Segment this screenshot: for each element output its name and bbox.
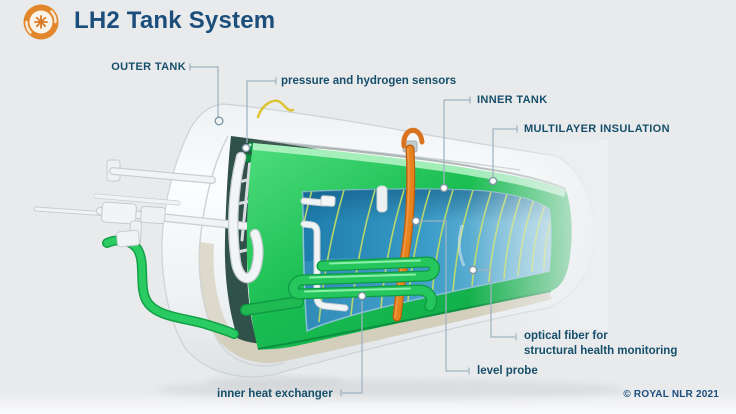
- leader-lines: [189, 63, 518, 397]
- copyright-notice: © ROYAL NLR 2021: [623, 389, 719, 400]
- leader-heat-exchanger: [340, 301, 363, 397]
- sensor-bracket: [376, 185, 388, 213]
- marker-multilayer-insulation: [488, 176, 498, 186]
- label-inner-tank: INNER TANK: [477, 94, 548, 106]
- background-fade: [0, 392, 736, 414]
- heat-exchanger-tubes: [240, 256, 440, 316]
- marker-optical-fiber: [468, 265, 478, 275]
- label-pressure-sensors: pressure and hydrogen sensors: [281, 75, 457, 87]
- leader-multilayer-insulation: [492, 125, 518, 177]
- dome-translucency: [468, 140, 608, 330]
- marker-heat-exchanger: [357, 291, 367, 301]
- orange-handle: [401, 128, 425, 149]
- leader-inner-tank: [443, 96, 471, 184]
- label-outer-tank: OUTER TANK: [111, 61, 186, 73]
- label-optical-fiber-line2: structural health monitoring: [524, 345, 678, 357]
- marker-inner-tank: [439, 183, 449, 193]
- page-title: LH2 Tank System: [74, 7, 276, 34]
- external-green-pipe: [102, 229, 239, 339]
- leader-level-probe: [421, 220, 470, 375]
- marker-level-probe: [411, 216, 421, 226]
- label-inner-heat-exchanger: inner heat exchanger: [217, 388, 333, 400]
- leader-outer-tank: [189, 63, 219, 117]
- leader-pressure-sensors: [246, 77, 277, 143]
- label-optical-fiber: optical fiber for structural health moni…: [524, 329, 677, 359]
- yellow-wire: [256, 99, 295, 119]
- marker-pressure-sensors: [241, 143, 251, 153]
- label-level-probe: level probe: [477, 365, 538, 377]
- top-fittings: [256, 99, 425, 149]
- external-pipes: [33, 159, 250, 246]
- label-multilayer-insulation: MULTILAYER INSULATION: [524, 123, 670, 135]
- callout-markers: [214, 116, 498, 301]
- leader-optical-fiber: [478, 269, 517, 341]
- marker-outer-tank: [214, 116, 224, 126]
- nlr-logo-icon: [22, 3, 60, 41]
- label-optical-fiber-line1: optical fiber for: [524, 330, 608, 342]
